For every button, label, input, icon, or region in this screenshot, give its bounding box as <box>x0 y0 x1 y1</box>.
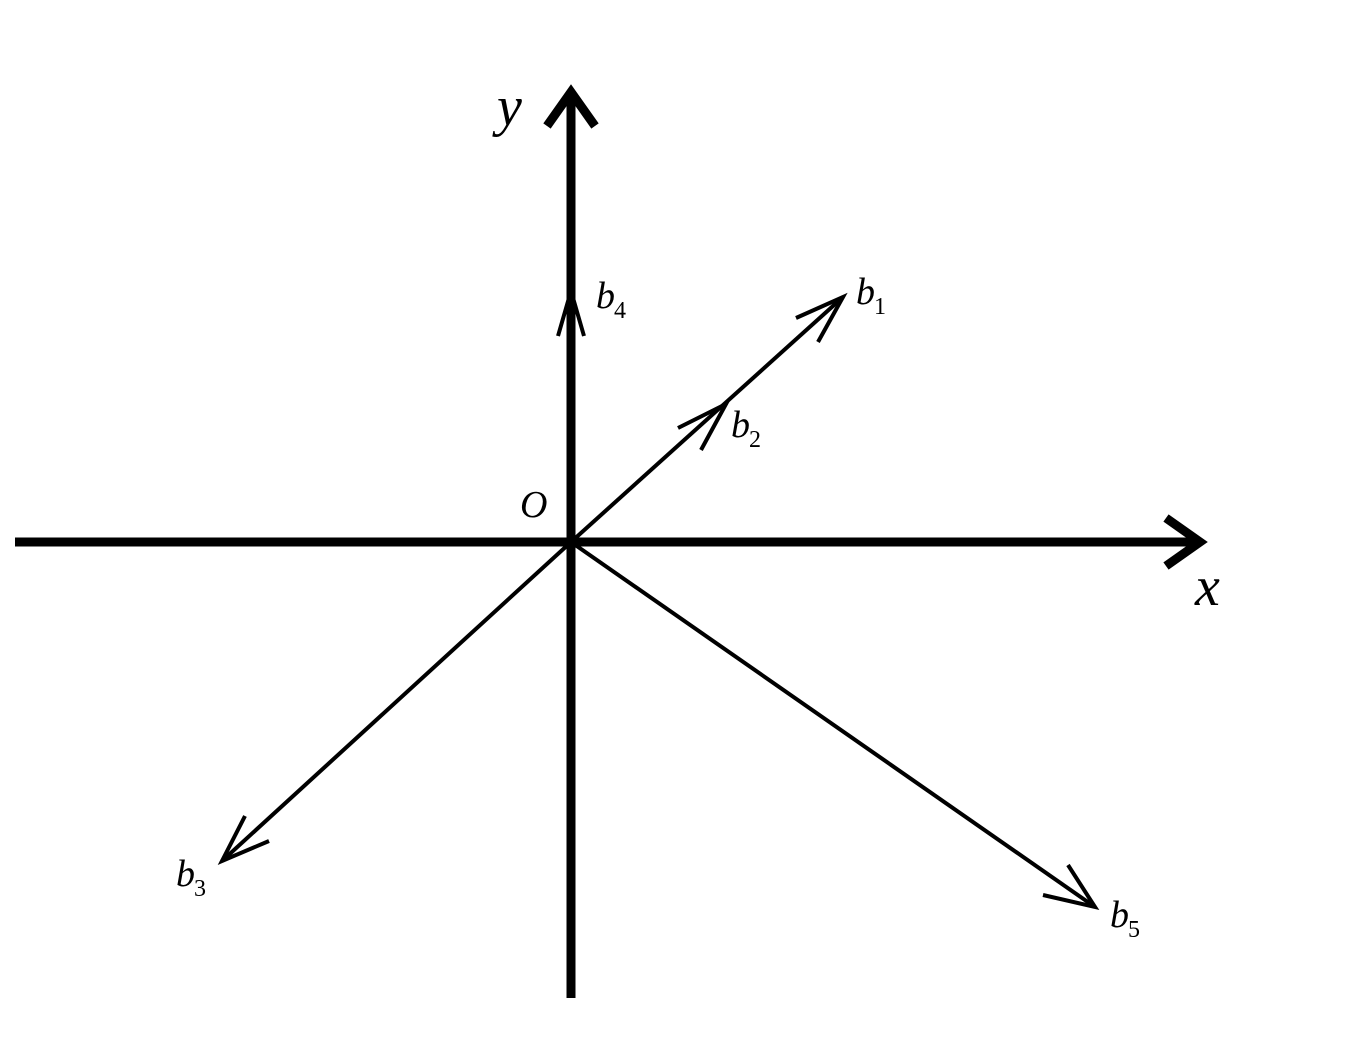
x-axis-label: x <box>1194 556 1220 618</box>
b2-arrowhead <box>677 399 731 451</box>
svg-text:b: b <box>596 275 615 317</box>
svg-text:2: 2 <box>749 427 761 453</box>
label-b3: b 3 <box>176 853 206 902</box>
svg-text:b: b <box>856 271 875 313</box>
y-axis-arrowhead <box>543 84 599 129</box>
label-b2: b 2 <box>731 404 761 453</box>
y-axis-label: y <box>492 76 522 138</box>
svg-text:4: 4 <box>614 298 626 324</box>
b1-arrowhead <box>795 292 848 343</box>
b3-arrowhead <box>217 815 270 865</box>
origin-label: O <box>520 484 547 526</box>
label-b1: b 1 <box>856 271 886 320</box>
svg-text:1: 1 <box>874 294 886 320</box>
y-axis <box>543 84 599 998</box>
vector-b1 <box>569 292 848 544</box>
label-b4: b 4 <box>596 275 626 324</box>
svg-text:3: 3 <box>194 876 206 902</box>
svg-text:b: b <box>176 853 195 895</box>
vector-b5 <box>569 540 1100 911</box>
svg-text:b: b <box>1110 894 1129 936</box>
x-axis-arrowhead <box>1163 514 1208 570</box>
svg-text:5: 5 <box>1128 917 1140 943</box>
svg-text:b: b <box>731 404 750 446</box>
label-b5: b 5 <box>1110 894 1140 943</box>
b4-arrowhead <box>556 283 586 337</box>
b5-arrowhead <box>1042 863 1100 911</box>
x-axis <box>15 514 1208 570</box>
vector-b3 <box>217 540 573 865</box>
